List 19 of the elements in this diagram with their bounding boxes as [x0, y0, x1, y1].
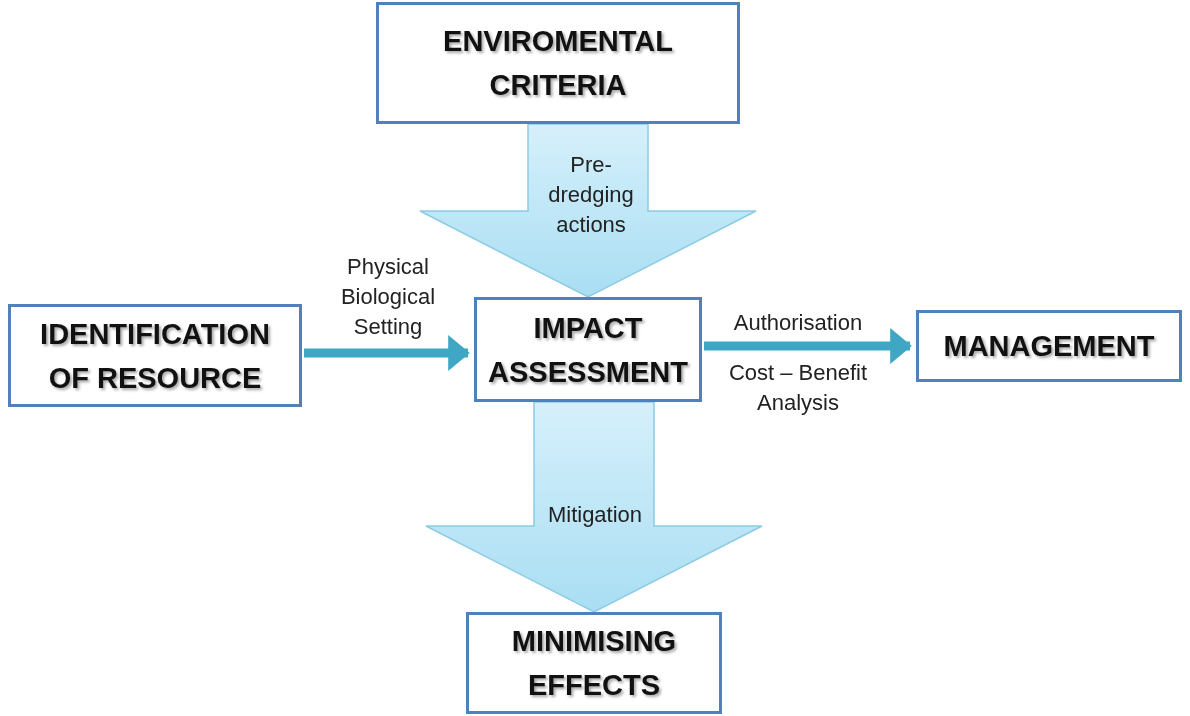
edge-label: Mitigation [546, 501, 644, 529]
edge-label: Pre-dredging actions [547, 151, 635, 239]
note-text: Cost – Benefit Analysis [727, 359, 869, 417]
box-title: MINIMISING EFFECTS [510, 624, 678, 703]
box-title: MANAGEMENT [942, 329, 1156, 364]
box-title: IMPACT ASSESSMENT [487, 310, 689, 390]
arrow [704, 328, 912, 364]
block-arrow [425, 401, 763, 613]
process-box [466, 612, 722, 714]
arrow [304, 335, 470, 371]
box-title: IDENTIFICATION OF RESOURCE [39, 316, 271, 396]
process-box [376, 2, 740, 124]
process-box [474, 297, 702, 402]
edge-label: Physical Biological Setting [339, 253, 437, 341]
block-arrow [419, 123, 757, 298]
box-title: ENVIROMENTAL CRITERIA [442, 24, 674, 103]
process-box [8, 304, 302, 407]
process-box [916, 310, 1182, 382]
edge-label: Authorisation [732, 309, 864, 337]
